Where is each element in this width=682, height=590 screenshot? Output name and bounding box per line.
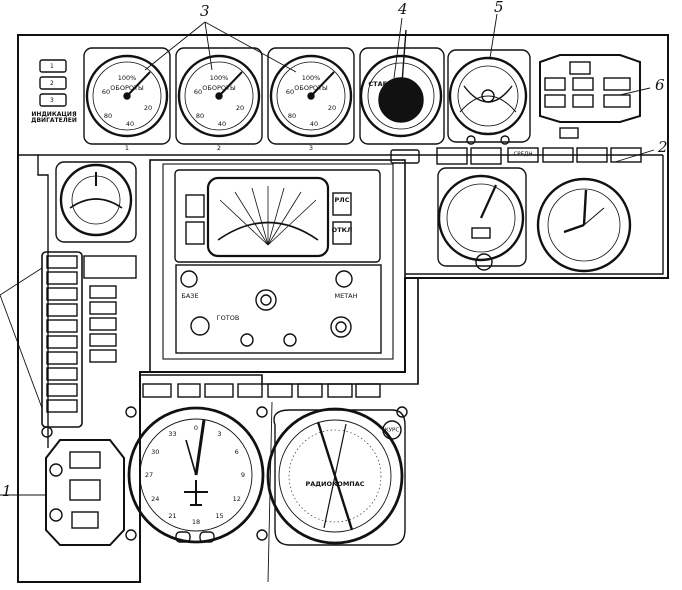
stabilizer-gauge bbox=[359, 29, 445, 145]
callout-5: 5 bbox=[494, 0, 504, 16]
radar-screen-frame bbox=[174, 169, 381, 263]
g2-tick-40: 40 bbox=[217, 119, 227, 128]
radar-inner-frame bbox=[162, 163, 394, 360]
label-box-f bbox=[576, 147, 608, 163]
rls-label: РЛС bbox=[334, 195, 350, 204]
sredn-label: СРЕДН bbox=[513, 151, 533, 158]
radar-central-knob bbox=[255, 289, 277, 311]
lower-left-switch-panel bbox=[45, 439, 125, 546]
callout-2: 2 bbox=[658, 138, 668, 156]
airspeed-indicator bbox=[437, 167, 527, 271]
radar-controls-frame bbox=[175, 264, 382, 354]
g2-tick-60: 60 bbox=[193, 87, 203, 96]
warning-cluster bbox=[539, 54, 641, 139]
radar-right-indicator-2 bbox=[332, 221, 352, 245]
gauge-number-2: 2 bbox=[216, 143, 222, 152]
callout-3: 3 bbox=[200, 2, 210, 20]
gauge1-100: 100% bbox=[117, 73, 137, 82]
compass-mark: 15 bbox=[215, 511, 224, 520]
lamp-3-label: 3 bbox=[50, 97, 54, 104]
gauge1-rpm: ОБОРОТЫ bbox=[110, 83, 144, 92]
compass-mark: 12 bbox=[232, 494, 241, 503]
lower-right-border bbox=[405, 277, 419, 384]
g1-tick-20: 20 bbox=[143, 103, 153, 112]
indicator-lamp-2 bbox=[39, 76, 67, 90]
compass-mark: 0 bbox=[193, 423, 199, 432]
left-lamp-column bbox=[41, 251, 83, 438]
label-box-e bbox=[542, 147, 574, 163]
left-inner-frame bbox=[18, 154, 49, 448]
compass-mark: 3 bbox=[217, 430, 222, 439]
kurs-label: КУРС bbox=[384, 427, 400, 434]
radar-right-indicator bbox=[332, 192, 352, 216]
g3-tick-40: 40 bbox=[309, 119, 319, 128]
compass-mark: 24 bbox=[151, 494, 160, 503]
label-box-d bbox=[507, 147, 539, 163]
gotov-label: ГОТОВ bbox=[216, 313, 240, 322]
radar-range-knob bbox=[330, 316, 352, 338]
g2-tick-20: 20 bbox=[235, 103, 245, 112]
rpm-gauge-1 bbox=[83, 47, 171, 145]
indicator-lamp-3 bbox=[39, 93, 67, 107]
compass-mark: 33 bbox=[168, 430, 177, 439]
turn-indicator bbox=[55, 161, 137, 243]
compass-mark: 21 bbox=[168, 511, 177, 520]
g3-tick-20: 20 bbox=[327, 103, 337, 112]
radiokompas-label: РАДИОКОМПАС bbox=[305, 479, 365, 488]
right-block-frame bbox=[405, 155, 664, 275]
g3-tick-80: 80 bbox=[287, 111, 297, 120]
gauge3-100: 100% bbox=[301, 73, 321, 82]
label-box-g bbox=[610, 147, 642, 163]
g1-tick-80: 80 bbox=[103, 111, 113, 120]
compass-mark: 6 bbox=[234, 447, 239, 456]
attitude-indicator bbox=[447, 49, 531, 145]
compass-mark: 9 bbox=[240, 470, 246, 479]
second-lamp-column bbox=[83, 255, 137, 363]
callout-lines bbox=[0, 13, 655, 583]
gauge2-100: 100% bbox=[209, 73, 229, 82]
heading-indicator bbox=[125, 406, 268, 544]
bazd-label: БАЗЕ bbox=[181, 291, 199, 300]
radar-knob-right bbox=[335, 270, 353, 288]
radar-left-indicator-2 bbox=[185, 221, 205, 245]
compass-mark: 27 bbox=[144, 470, 154, 479]
metan-label: МЕТАН bbox=[334, 291, 358, 300]
lower-label-1 bbox=[142, 383, 172, 398]
radio-compass bbox=[266, 406, 408, 546]
g3-tick-60: 60 bbox=[285, 87, 295, 96]
radar-switch-knob bbox=[190, 316, 210, 336]
lamp-2-label: 2 bbox=[50, 80, 54, 87]
rpm-gauge-2 bbox=[175, 47, 263, 145]
gauge2-rpm: ОБОРОТЫ bbox=[202, 83, 236, 92]
g1-tick-40: 40 bbox=[125, 119, 135, 128]
lamp-1-label: 1 bbox=[50, 63, 54, 70]
altimeter bbox=[536, 177, 632, 273]
radar-left-indicator bbox=[185, 194, 205, 218]
label-box-b bbox=[436, 147, 468, 165]
gauge-number-3: 3 bbox=[308, 143, 314, 152]
callout-1: 1 bbox=[2, 482, 12, 500]
compass-mark: 18 bbox=[191, 517, 201, 526]
stab-label: СТАБ bbox=[368, 79, 388, 88]
callout-4: 4 bbox=[398, 0, 408, 18]
label-box-a bbox=[390, 149, 420, 164]
radar-subpanel bbox=[149, 159, 406, 373]
g2-tick-80: 80 bbox=[195, 111, 205, 120]
rpm-gauge-3 bbox=[267, 47, 355, 145]
radar-fan-lines bbox=[219, 186, 317, 246]
label-box-c bbox=[470, 147, 502, 165]
indicator-label: ИНДИКАЦИЯ ДВИГАТЕЛЕЙ bbox=[31, 111, 77, 124]
otkl-label: ОТКЛ bbox=[331, 225, 353, 234]
radar-knob-left bbox=[180, 270, 198, 288]
compass-mark: 30 bbox=[151, 447, 160, 456]
gauge-number-1: 1 bbox=[124, 143, 130, 152]
g1-tick-60: 60 bbox=[101, 87, 111, 96]
indicator-lamp-1 bbox=[39, 59, 67, 73]
callout-6: 6 bbox=[655, 76, 665, 94]
radar-screen bbox=[206, 176, 330, 258]
gauge3-rpm: ОБОРОТЫ bbox=[294, 83, 328, 92]
